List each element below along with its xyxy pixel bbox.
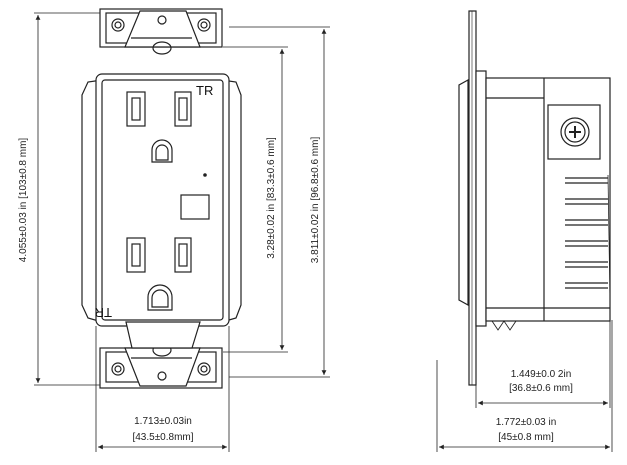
top-mounting-strap [99, 8, 223, 55]
front-dimensions [34, 12, 330, 452]
reset-button [180, 194, 210, 220]
terminal-block [547, 104, 601, 160]
tr-mark-bottom: TR [95, 305, 112, 320]
bottom-mounting-strap [99, 321, 223, 389]
dim-label-side-width-mm: [45±0.8 mm] [498, 432, 554, 443]
indicator-light [203, 173, 207, 177]
receptacle-body [81, 73, 242, 327]
dim-label-face-width-in: 1.713±0.03in [134, 416, 192, 427]
terminal-screw [560, 117, 590, 147]
top-outlet [126, 91, 192, 163]
dim-label-face-width-mm: [43.5±0.8mm] [132, 432, 193, 443]
front-view [81, 8, 242, 389]
dim-label-body-height: 3.811±0.02 in [96.8±0.6 mm] [310, 137, 321, 264]
side-view [458, 10, 611, 386]
dim-label-total-height: 4.055±0.03 in [103±0.8 mm] [18, 138, 29, 263]
dim-label-depth-in: 1.449±0.0 2in [511, 369, 572, 380]
dim-label-depth-mm: [36.8±0.6 mm] [509, 383, 573, 394]
dim-label-face-height: 3.28±0.02 in [83.3±0.6 mm] [266, 137, 277, 259]
tr-mark-top: TR [196, 83, 213, 98]
dim-label-side-width-in: 1.772±0.03 in [496, 417, 557, 428]
side-dimensions [436, 320, 613, 452]
side-fins [565, 177, 608, 289]
side-strap [468, 10, 477, 386]
bottom-outlet [126, 237, 192, 311]
